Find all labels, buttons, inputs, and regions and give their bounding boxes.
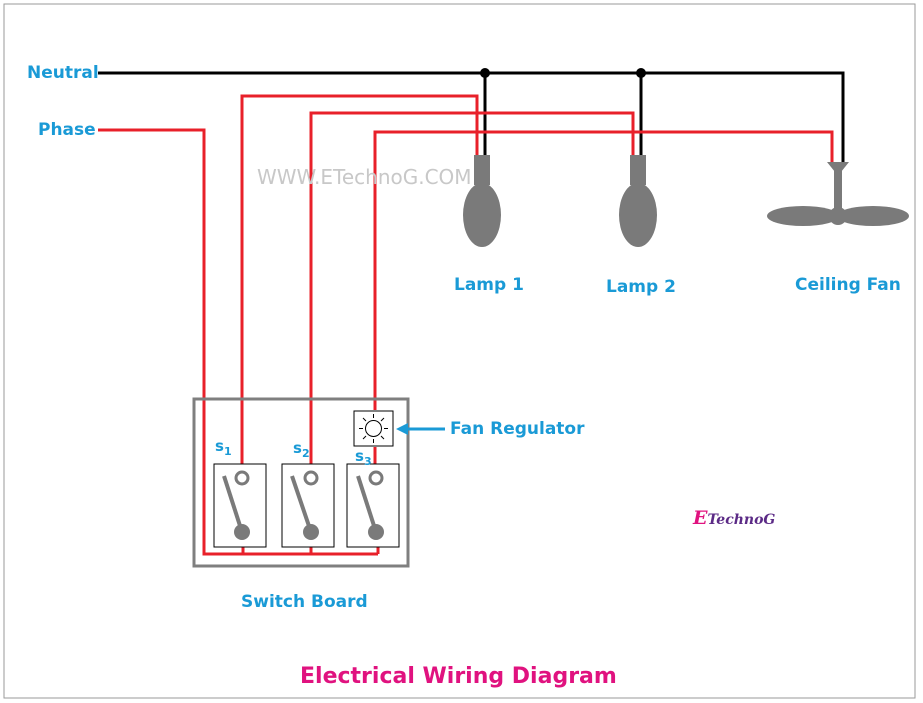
switch-s1-label: s1 bbox=[215, 437, 232, 458]
switch-s1 bbox=[213, 463, 267, 548]
neutral-junction-lamp1 bbox=[480, 68, 490, 78]
lamp1-label: Lamp 1 bbox=[454, 275, 524, 295]
lamp2-label: Lamp 2 bbox=[606, 277, 676, 297]
etechnog-logo: ETechnoG bbox=[692, 507, 775, 529]
fan-regulator bbox=[353, 410, 394, 447]
fan-regulator-label: Fan Regulator bbox=[450, 419, 585, 439]
ceiling-fan-icon bbox=[767, 162, 909, 226]
lamp-1 bbox=[463, 155, 501, 247]
neutral-label: Neutral bbox=[27, 63, 99, 83]
switch-s3 bbox=[346, 463, 400, 548]
ceiling-fan-label: Ceiling Fan bbox=[795, 275, 901, 295]
switch-board bbox=[192, 397, 410, 568]
neutral-junction-lamp2 bbox=[636, 68, 646, 78]
neutral-wiring bbox=[98, 68, 845, 162]
phase-wiring bbox=[98, 94, 834, 556]
phase-label: Phase bbox=[38, 120, 96, 140]
diagram-border bbox=[3, 3, 916, 699]
fan-regulator-arrow bbox=[396, 423, 445, 435]
switch-s3-label: s3 bbox=[355, 447, 372, 468]
regulator-dial-icon bbox=[359, 414, 388, 443]
switch-board-label: Switch Board bbox=[241, 592, 368, 612]
switch-s2 bbox=[281, 463, 335, 548]
lamp-2 bbox=[619, 155, 657, 247]
switch-s2-label: s2 bbox=[293, 439, 310, 460]
diagram-title: Electrical Wiring Diagram bbox=[300, 664, 617, 689]
watermark-text: WWW.ETechnoG.COM bbox=[257, 165, 472, 189]
